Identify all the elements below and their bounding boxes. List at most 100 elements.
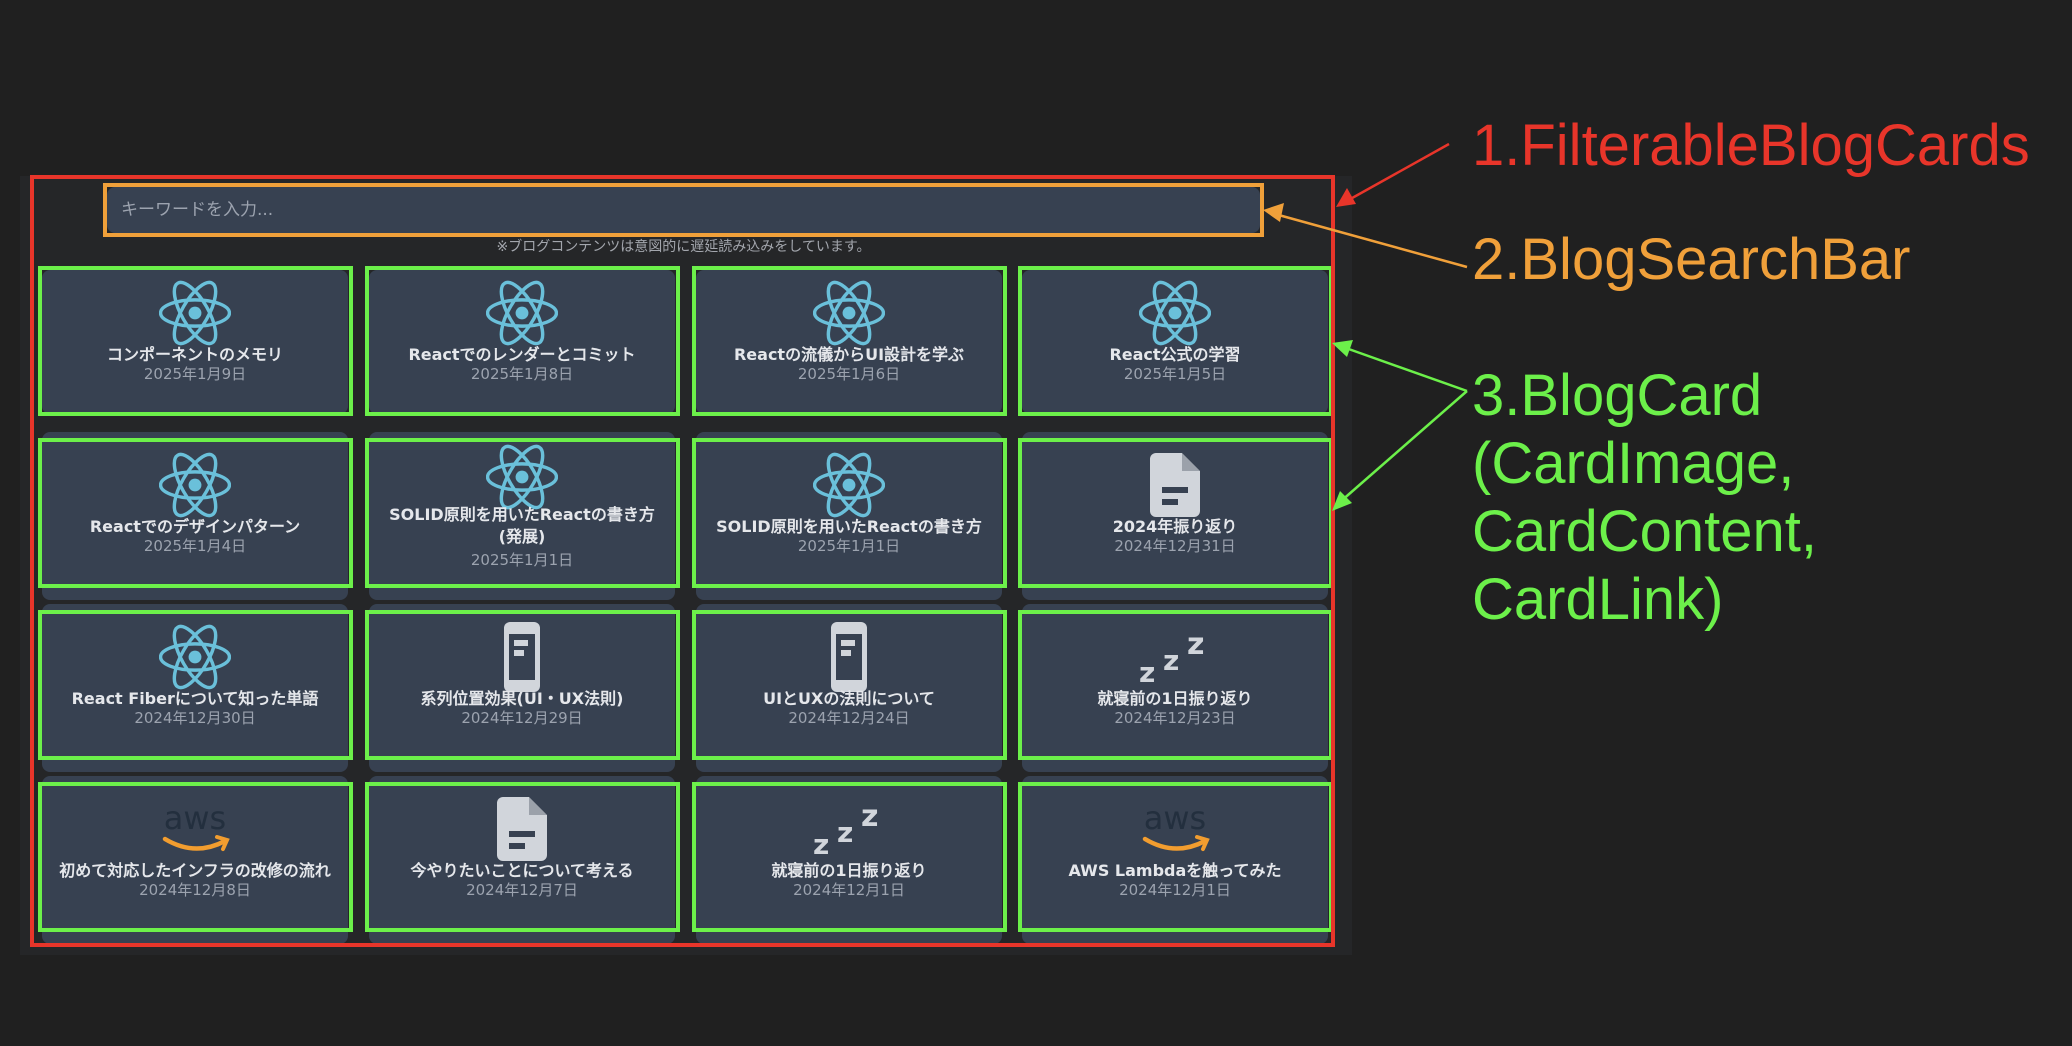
card-date: 2024年12月24日 bbox=[788, 709, 910, 727]
card-image: aws bbox=[42, 796, 348, 862]
card-title: SOLID原則を用いたReactの書き方 bbox=[716, 517, 982, 536]
card-date: 2025年1月8日 bbox=[470, 365, 574, 383]
document-icon bbox=[497, 797, 547, 861]
annotation-line: 3.BlogCard bbox=[1472, 363, 1763, 428]
card-title: SOLID原則を用いたReactの書き方(発展) bbox=[389, 505, 655, 546]
svg-text:aws: aws bbox=[1144, 801, 1206, 837]
react-icon bbox=[159, 624, 231, 690]
annotation-line: CardLink) bbox=[1472, 567, 1724, 632]
card-image bbox=[1022, 452, 1328, 518]
card-title: React Fiberについて知った単語 bbox=[71, 689, 319, 708]
annotation-label-searchbar: 2.BlogSearchBar bbox=[1472, 227, 1911, 292]
blog-card[interactable]: 2024年振り返り 2024年12月31日 bbox=[1022, 432, 1328, 600]
blog-card[interactable]: 今やりたいことについて考える 2024年12月7日 bbox=[369, 776, 675, 944]
react-icon bbox=[1139, 280, 1211, 346]
card-image bbox=[696, 622, 1002, 692]
card-date: 2024年12月8日 bbox=[139, 881, 251, 899]
annotation-label-blogcard: 3.BlogCard (CardImage, CardContent, Card… bbox=[1472, 362, 1817, 634]
card-date: 2024年12月31日 bbox=[1114, 537, 1236, 555]
card-title: React公式の学習 bbox=[1109, 345, 1241, 364]
blog-card[interactable]: UIとUXの法則について 2024年12月24日 bbox=[696, 604, 1002, 772]
blog-search-bar bbox=[107, 187, 1260, 233]
card-title: 就寝前の1日振り返り bbox=[771, 861, 927, 880]
card-date: 2025年1月1日 bbox=[797, 537, 901, 555]
card-image bbox=[42, 452, 348, 518]
blog-card[interactable]: aws 初めて対応したインフラの改修の流れ 2024年12月8日 bbox=[42, 776, 348, 944]
react-icon bbox=[159, 452, 231, 518]
card-date: 2024年12月7日 bbox=[466, 881, 578, 899]
blog-card[interactable]: Reactでのデザインパターン 2025年1月4日 bbox=[42, 432, 348, 600]
card-title: Reactの流儀からUI設計を学ぶ bbox=[733, 345, 965, 364]
card-title: 2024年振り返り bbox=[1112, 517, 1238, 536]
blog-card[interactable]: SOLID原則を用いたReactの書き方 2025年1月1日 bbox=[696, 432, 1002, 600]
card-image bbox=[369, 444, 675, 510]
card-image bbox=[696, 280, 1002, 346]
svg-text:z: z bbox=[1139, 656, 1155, 684]
card-image bbox=[42, 280, 348, 346]
card-date: 2024年12月29日 bbox=[461, 709, 583, 727]
svg-text:z: z bbox=[1187, 630, 1204, 662]
card-image bbox=[369, 622, 675, 692]
arrow-filterable bbox=[1336, 142, 1450, 207]
blog-card[interactable]: コンポーネントのメモリ 2025年1月9日 bbox=[42, 270, 348, 414]
annotation-line: CardContent, bbox=[1472, 499, 1817, 564]
card-date: 2025年1月1日 bbox=[470, 551, 574, 569]
react-icon bbox=[813, 280, 885, 346]
card-image bbox=[369, 280, 675, 346]
card-date: 2025年1月6日 bbox=[797, 365, 901, 383]
aws-icon: aws bbox=[1135, 801, 1215, 857]
card-date: 2024年12月1日 bbox=[793, 881, 905, 899]
card-title: UIとUXの法則について bbox=[763, 689, 935, 708]
card-title: Reactでのデザインパターン bbox=[89, 517, 301, 536]
blog-card[interactable]: 系列位置効果(UI・UX法則) 2024年12月29日 bbox=[369, 604, 675, 772]
card-image bbox=[369, 796, 675, 862]
card-date: 2025年1月9日 bbox=[143, 365, 247, 383]
card-title: 今やりたいことについて考える bbox=[410, 861, 634, 880]
card-title: AWS Lambdaを触ってみた bbox=[1068, 861, 1282, 880]
card-date: 2024年12月1日 bbox=[1119, 881, 1231, 899]
annotation-line: (CardImage, bbox=[1472, 431, 1795, 496]
mobile-icon bbox=[504, 622, 540, 692]
arrow-blogcard bbox=[1332, 340, 1468, 511]
card-image: aws bbox=[1022, 796, 1328, 862]
blog-card[interactable]: React公式の学習 2025年1月5日 bbox=[1022, 270, 1328, 414]
card-title: 就寝前の1日振り返り bbox=[1097, 689, 1253, 708]
card-date: 2025年1月5日 bbox=[1123, 365, 1227, 383]
svg-text:z: z bbox=[861, 802, 878, 834]
mobile-icon bbox=[831, 622, 867, 692]
card-image bbox=[1022, 280, 1328, 346]
react-icon bbox=[486, 280, 558, 346]
blog-card[interactable]: SOLID原則を用いたReactの書き方(発展) 2025年1月1日 bbox=[369, 432, 675, 600]
card-title: コンポーネントのメモリ bbox=[106, 345, 283, 364]
card-date: 2024年12月30日 bbox=[134, 709, 256, 727]
blog-card[interactable]: Reactの流儀からUI設計を学ぶ 2025年1月6日 bbox=[696, 270, 1002, 414]
svg-text:z: z bbox=[837, 816, 853, 849]
card-date: 2024年12月23日 bbox=[1114, 709, 1236, 727]
card-title: 初めて対応したインフラの改修の流れ bbox=[59, 861, 331, 880]
search-input[interactable] bbox=[107, 187, 1260, 233]
card-image bbox=[42, 624, 348, 690]
blog-card[interactable]: Reactでのレンダーとコミット 2025年1月8日 bbox=[369, 270, 675, 414]
svg-text:z: z bbox=[813, 828, 829, 856]
blog-card[interactable]: React Fiberについて知った単語 2024年12月30日 bbox=[42, 604, 348, 772]
svg-text:z: z bbox=[1163, 644, 1179, 677]
react-icon bbox=[813, 452, 885, 518]
svg-text:aws: aws bbox=[164, 801, 226, 837]
react-icon bbox=[486, 444, 558, 510]
blog-card[interactable]: aws AWS Lambdaを触ってみた 2024年12月1日 bbox=[1022, 776, 1328, 944]
react-icon bbox=[159, 280, 231, 346]
card-date: 2025年1月4日 bbox=[143, 537, 247, 555]
card-title: Reactでのレンダーとコミット bbox=[408, 345, 636, 364]
card-image bbox=[696, 452, 1002, 518]
card-title: 系列位置効果(UI・UX法則) bbox=[420, 689, 624, 708]
annotation-label-filterable: 1.FilterableBlogCards bbox=[1472, 113, 2030, 178]
lazy-load-note: ※ブログコンテンツは意図的に遅延読み込みをしています。 bbox=[496, 239, 871, 255]
aws-icon: aws bbox=[155, 801, 235, 857]
document-icon bbox=[1150, 453, 1200, 517]
